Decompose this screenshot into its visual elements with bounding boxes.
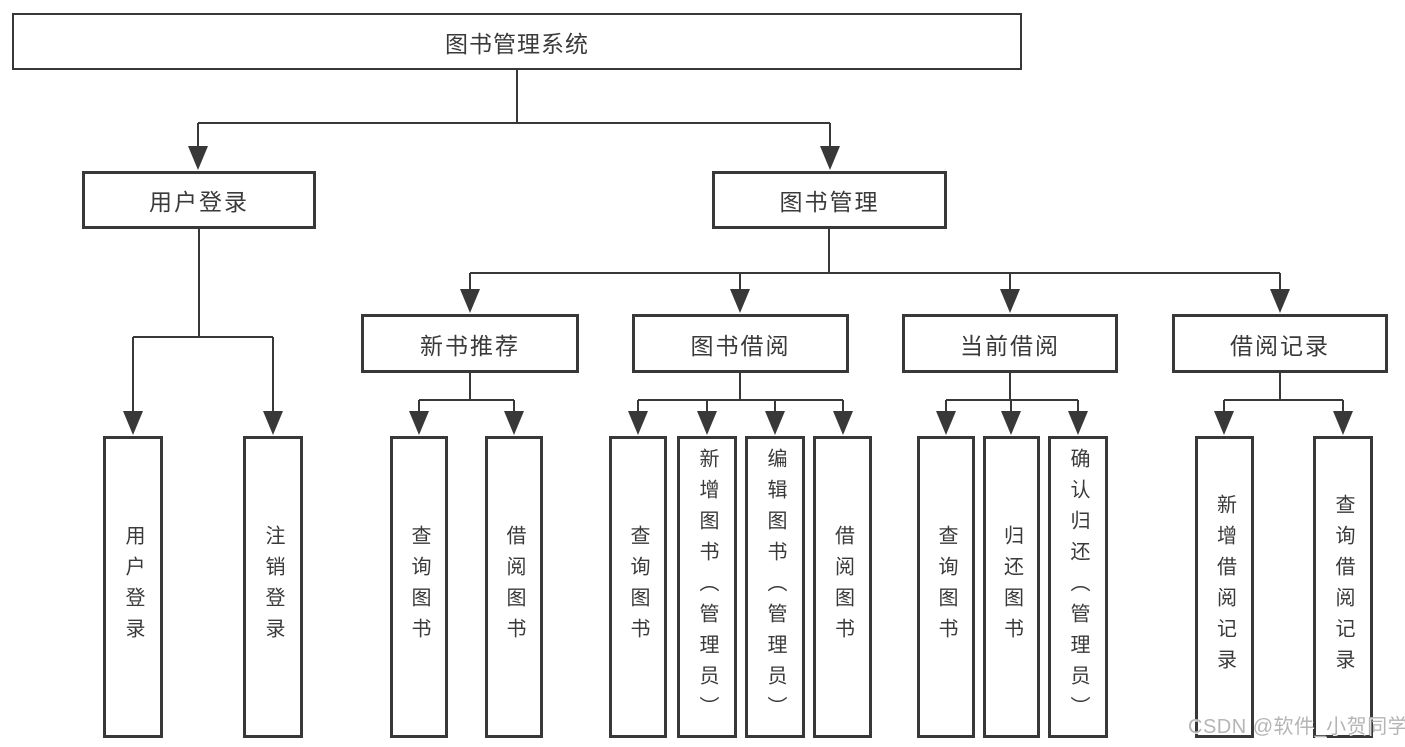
arrow-down-icon [1068,411,1088,435]
leaf-query-borrow-record: 查询借阅记录 [1313,436,1373,738]
leaf-confirm-return-admin: 确认归还（管理员） [1048,436,1108,738]
arrow-down-icon [409,411,429,435]
node-book-borrowing: 图书借阅 [632,314,849,373]
watermark-text: CSDN @软件_小贺同学 [1188,716,1405,738]
arrow-down-icon [820,146,840,170]
node-label: 确认归还（管理员） [1067,447,1089,727]
node-label: 借阅图书 [503,525,525,649]
arrow-down-icon [1001,411,1021,435]
node-user-login: 用户登录 [82,171,316,229]
node-book-management: 图书管理 [712,171,947,229]
arrow-down-icon [123,411,143,435]
leaf-return-books: 归还图书 [983,436,1040,738]
leaf-query-books-current: 查询图书 [917,436,975,738]
node-library-management-system: 图书管理系统 [12,13,1022,70]
arrow-down-icon [765,411,785,435]
arrow-down-icon [1214,411,1234,435]
arrow-down-icon [628,411,648,435]
leaf-borrow-books-recommend: 借阅图书 [485,436,543,738]
arrow-down-icon [1000,289,1020,313]
arrowheads [123,146,1353,435]
node-borrowing-records: 借阅记录 [1172,314,1388,373]
leaf-logout: 注销登录 [243,436,303,738]
leaf-query-books-borrowing: 查询图书 [609,436,667,738]
arrow-down-icon [263,411,283,435]
node-label: 编辑图书（管理员） [764,447,786,727]
node-label: 借阅记录 [1230,332,1330,359]
node-label: 查询图书 [408,525,430,649]
leaf-add-book-admin: 新增图书（管理员） [677,436,737,738]
arrow-down-icon [1270,289,1290,313]
node-label: 查询借阅记录 [1332,494,1354,680]
node-new-book-recommendation: 新书推荐 [361,314,579,373]
node-label: 新增图书（管理员） [696,447,718,727]
arrow-down-icon [188,146,208,170]
node-current-borrowing: 当前借阅 [902,314,1118,373]
arrow-down-icon [833,411,853,435]
arrow-down-icon [504,411,524,435]
node-label: 借阅图书 [831,525,854,649]
node-label: 图书管理 [779,189,880,215]
node-label: 新增借阅记录 [1213,494,1236,680]
node-label: 当前借阅 [960,332,1060,359]
leaf-edit-book-admin: 编辑图书（管理员） [745,436,805,738]
leaf-user-login: 用户登录 [103,436,163,738]
node-label: 图书借阅 [690,332,791,359]
leaf-query-books-recommend: 查询图书 [390,436,448,738]
leaf-borrow-books-2: 借阅图书 [813,436,872,738]
node-label: 用户登录 [149,189,249,215]
arrow-down-icon [697,411,717,435]
connector-lines [132,70,1344,412]
arrow-down-icon [1333,411,1353,435]
node-label: 新书推荐 [420,332,520,359]
node-label: 归还图书 [1000,525,1023,649]
arrow-down-icon [460,289,480,313]
node-label: 查询图书 [627,525,649,649]
node-label: 图书管理系统 [445,30,589,57]
arrow-down-icon [730,289,750,313]
node-label: 注销登录 [262,525,284,649]
node-label: 用户登录 [122,525,144,649]
leaf-add-borrow-record: 新增借阅记录 [1195,436,1254,738]
arrow-down-icon [936,411,956,435]
node-label: 查询图书 [935,525,957,649]
